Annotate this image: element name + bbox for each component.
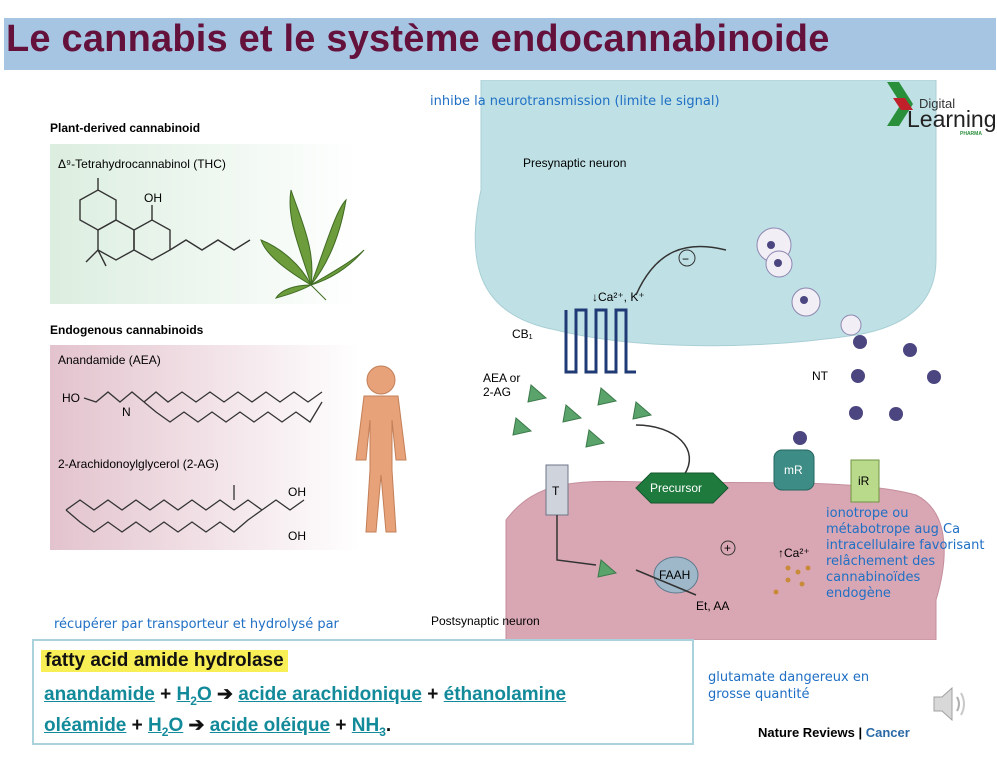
annotation-bottom-left: récupérer par transporteur et hydrolysé … [54, 617, 339, 632]
minus-circle [678, 249, 696, 267]
plant-header: Plant-derived cannabinoid [50, 121, 200, 135]
metabotropic-receptor [773, 449, 815, 491]
endocannabinoid-triangles [512, 384, 653, 578]
aea-label: Anandamide (AEA) [58, 353, 161, 367]
precursor-label: Precursor [650, 481, 702, 495]
postsynaptic-label: Postsynaptic neuron [431, 614, 540, 628]
period: . [385, 715, 392, 736]
plus-sign: + [160, 684, 172, 705]
digital-learning-logo [885, 80, 915, 130]
et-aa-label: Et, AA [696, 599, 729, 613]
figure-illustration: Plant-derived cannabinoid Δ⁹-Tetrahydroc… [50, 80, 945, 740]
plus-sign: + [427, 684, 439, 705]
ca-k-label: ↓Ca²⁺, K⁺ [592, 290, 645, 304]
endocannabinoid-panel [50, 345, 360, 550]
oh3-label: OH [288, 529, 306, 543]
plus-circle [720, 540, 736, 556]
annotation-top: inhibe la neurotransmission (limite le s… [430, 94, 720, 109]
annotation-glutamate-line: grosse quantité [708, 687, 810, 702]
ca-dots [773, 565, 811, 595]
link-ammonia[interactable]: NH3 [351, 715, 386, 739]
slide-title: Le cannabis et le système endocannabinoi… [6, 18, 830, 60]
reaction-arrow: ➔ [188, 715, 205, 736]
annotation-right-line: cannabinoïdes [826, 570, 921, 585]
oh-label: OH [144, 191, 162, 205]
link-water[interactable]: H2O [176, 684, 212, 708]
cb1-label: CB₁ [512, 327, 533, 341]
credit-nature-reviews: Nature Reviews | Cancer [758, 725, 910, 740]
neurotransmitter-dots [793, 335, 941, 479]
recycle-arrow [635, 424, 691, 476]
ir-label: iR [858, 474, 870, 488]
link-acide-arachidonique[interactable]: acide arachidonique [238, 684, 422, 705]
annotation-right-line: ionotrope ou [826, 506, 909, 521]
plus-sign: + [131, 715, 143, 736]
ca-up-label: ↑Ca²⁺ [778, 546, 810, 560]
link-oleamide[interactable]: oléamide [44, 715, 127, 736]
link-anandamide[interactable]: anandamide [44, 684, 155, 705]
annotation-right-line: relâchement des [826, 554, 936, 569]
equation-anandamide: anandamide + H2O ➔ acide arachidonique +… [44, 683, 566, 708]
link-ethanolamine[interactable]: éthanolamine [443, 684, 567, 705]
logo-learning: Learning [907, 106, 997, 132]
endo-header: Endogenous cannabinoids [50, 323, 204, 337]
cannabis-leaf-icon [260, 189, 365, 301]
annotation-glutamate-line: glutamate dangereux en [708, 670, 870, 685]
faah-label: FAAH [659, 568, 690, 582]
precursor-hexagon [635, 472, 729, 504]
vesicles [756, 227, 862, 336]
annotation-right-line: endogène [826, 586, 891, 601]
cb1-receptor [564, 308, 636, 374]
thc-label: Δ⁹-Tetrahydrocannabinol (THC) [58, 157, 226, 171]
2ag-structure [65, 485, 305, 533]
enzyme-highlight: fatty acid amide hydrolase [41, 650, 288, 672]
aea-or-label: AEA or [483, 371, 520, 385]
oh2-label: OH [288, 485, 306, 499]
presynaptic-label: Presynaptic neuron [523, 156, 626, 170]
2ag-short-label: 2-AG [483, 385, 511, 399]
ho-label: HO [62, 391, 80, 405]
link-water[interactable]: H2O [148, 715, 184, 739]
plus-sign: + [335, 715, 347, 736]
logo-digital: Digital [919, 96, 956, 111]
faah-enzyme [653, 556, 699, 594]
logo-pharma: PHARMA [960, 131, 982, 137]
ionotropic-receptor [850, 459, 880, 503]
t-label: T [552, 484, 560, 498]
presynaptic-terminal [474, 80, 937, 347]
plus-label: + [724, 541, 731, 555]
aea-structure [83, 391, 323, 423]
thc-structure [79, 178, 251, 267]
minus-label: − [682, 252, 689, 266]
link-acide-oleique[interactable]: acide oléique [209, 715, 331, 736]
annotation-right-line: métabotrope aug Ca [826, 522, 961, 537]
equation-oleamide: oléamide + H2O ➔ acide oléique + NH3. [44, 714, 391, 739]
n-label: N [122, 405, 131, 419]
reaction-arrow: ➔ [217, 684, 233, 705]
annotation-glutamate: glutamate dangereux en grosse quantité [708, 669, 869, 703]
nt-label: NT [812, 369, 829, 383]
human-figure-icon [355, 365, 407, 533]
transport-arrow [556, 515, 597, 566]
2ag-label: 2-Arachidonoylglycerol (2-AG) [58, 457, 219, 471]
speaker-icon[interactable] [930, 683, 970, 725]
annotation-right-line: intracellulaire favorisant [826, 538, 985, 553]
inhibition-arrow [635, 245, 727, 296]
mr-label: mR [784, 463, 803, 477]
title-bar [4, 18, 996, 70]
annotation-right: ionotrope ou métabotrope aug Ca intracel… [826, 506, 984, 602]
